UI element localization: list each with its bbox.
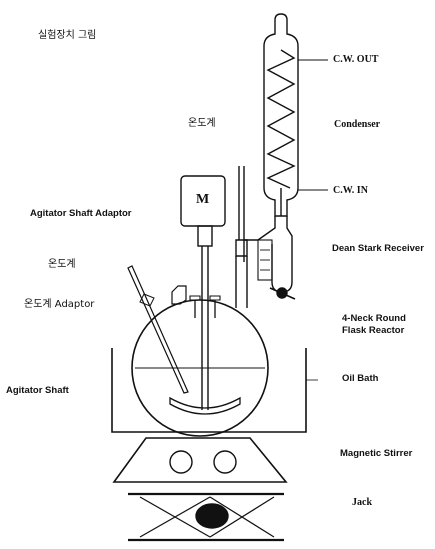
label-condenser: Condenser	[334, 119, 381, 130]
label-agitator-shaft-adaptor: Agitator Shaft Adaptor	[30, 208, 132, 219]
dean-stark-side-arm	[243, 216, 276, 262]
diagram-title: 실험장치 그림	[38, 30, 97, 41]
label-jack: Jack	[352, 497, 372, 508]
label-flask-line2: Flask Reactor	[342, 325, 405, 336]
thermometer-adaptor	[171, 285, 187, 305]
label-dean-stark: Dean Stark Receiver	[332, 243, 424, 254]
jack-knob	[195, 503, 229, 529]
label-thermometer-top: 온도계	[188, 118, 216, 129]
label-cw-out: C.W. OUT	[333, 54, 379, 65]
label-oil-bath: Oil Bath	[342, 373, 379, 384]
motor-agitator	[169, 175, 241, 415]
thermometer-upper	[235, 166, 248, 257]
lab-jack	[128, 492, 284, 542]
motor-symbol: M	[196, 192, 210, 207]
agitator-paddle	[169, 396, 241, 415]
label-flask-line1: 4-Neck Round	[342, 313, 406, 324]
magnetic-stirrer	[112, 437, 288, 483]
label-cw-in: C.W. IN	[333, 185, 368, 196]
label-agitator-shaft: Agitator Shaft	[6, 385, 69, 396]
label-thermometer-mid: 온도계	[48, 259, 76, 270]
stirrer-knob-right	[213, 450, 237, 474]
round-flask	[131, 299, 269, 437]
condenser	[263, 13, 328, 217]
stopcock-handle	[269, 287, 296, 300]
agitator-shaft-adaptor	[197, 225, 213, 247]
stirrer-knob-left	[169, 450, 193, 474]
oil-bath	[111, 348, 307, 433]
condenser-coil	[266, 49, 296, 189]
condenser-jacket	[263, 13, 299, 217]
label-thermometer-adaptor: 온도계 Adaptor	[24, 299, 95, 310]
label-magnetic-stirrer: Magnetic Stirrer	[340, 448, 413, 459]
thermometer-angled	[127, 265, 189, 394]
flask-necks	[171, 256, 248, 318]
dean-stark-receiver	[243, 216, 296, 300]
dean-stark-inner-chamber	[257, 239, 273, 281]
